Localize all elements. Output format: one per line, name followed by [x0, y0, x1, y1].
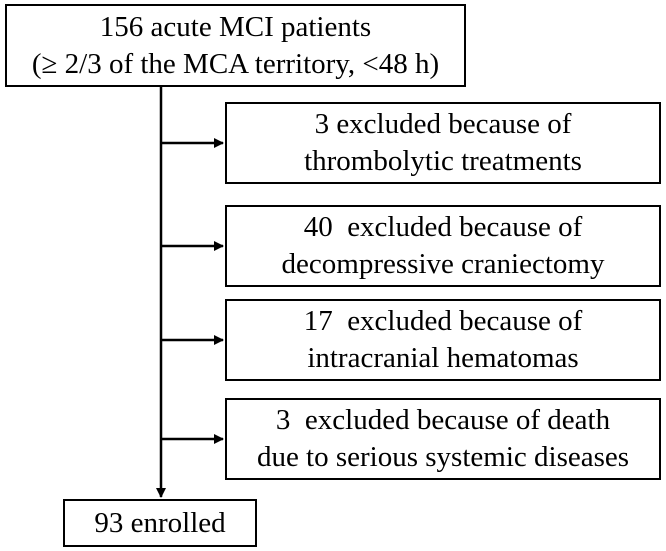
exclusion-box-3-line-1: 17 excluded because of — [303, 305, 583, 337]
exclusion-box-4-line-2: due to serious systemic diseases — [256, 441, 630, 473]
exclusion-box-1-line-1: 3 excluded because of — [314, 108, 572, 140]
exclusion-box-hematomas: 17 excluded because of intracranial hema… — [225, 299, 661, 381]
exclusion-box-4-line-1: 3 excluded because of death — [275, 404, 611, 436]
start-box-line-1: 156 acute MCI patients — [99, 10, 372, 43]
exclusion-box-3-line-2: intracranial hematomas — [307, 342, 579, 374]
exclusion-box-2-line-1: 40 excluded because of — [303, 211, 583, 243]
exclusion-box-death: 3 excluded because of death due to serio… — [225, 398, 661, 480]
exclusion-box-2-line-2: decompressive craniectomy — [281, 248, 605, 280]
exclusion-box-1-line-2: thrombolytic treatments — [304, 145, 582, 177]
exclusion-box-craniectomy: 40 excluded because of decompressive cra… — [225, 205, 661, 287]
start-box-line-2: (≥ 2/3 of the MCA territory, <48 h) — [31, 47, 440, 80]
start-box: 156 acute MCI patients (≥ 2/3 of the MCA… — [5, 4, 466, 87]
enrolled-box: 93 enrolled — [63, 499, 257, 547]
enrolled-box-label: 93 enrolled — [94, 506, 226, 539]
exclusion-box-thrombolytic: 3 excluded because of thrombolytic treat… — [225, 102, 661, 184]
